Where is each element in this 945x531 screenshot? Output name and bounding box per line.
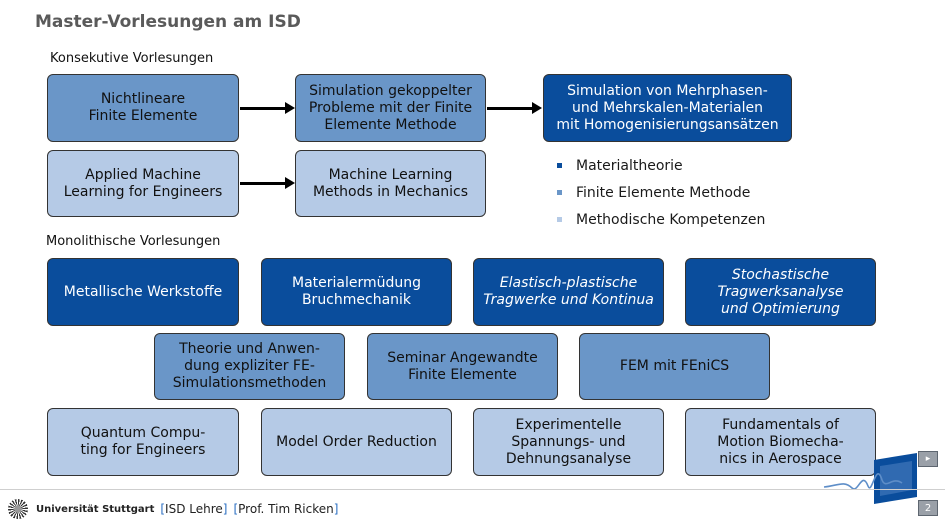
bracket: [ (160, 502, 166, 516)
bracket: ] (333, 502, 339, 516)
isd-logo-icon (823, 453, 917, 504)
footer: Universität Stuttgart [ISD Lehre] [Prof.… (8, 499, 338, 519)
legend-label: Methodische Kompetenzen (576, 211, 766, 228)
course-box-biomechanics-aerospace: Fundamentals of Motion Biomecha- nics in… (685, 408, 876, 476)
slide-title: Master-Vorlesungen am ISD (35, 12, 301, 32)
footer-course: ISD Lehre (165, 502, 223, 516)
course-box-fem-fenics: FEM mit FEniCS (579, 333, 770, 400)
course-box-theorie-explizite-fe: Theorie und Anwen- dung expliziter FE- S… (154, 333, 345, 400)
arrow-nfe-to-coupled (240, 102, 295, 113)
course-box-applied-ml: Applied Machine Learning for Engineers (47, 150, 239, 217)
page-number-badge: 2 (918, 500, 938, 516)
bracket: ] (222, 502, 228, 516)
arrow-coupled-to-multiphase (487, 102, 542, 113)
footer-divider (0, 489, 945, 490)
legend-label: Materialtheorie (576, 157, 683, 174)
course-box-stochastische-tragwerksanalyse: Stochastische Tragwerksanalyse und Optim… (685, 258, 876, 326)
arrow-appliedml-to-mlmech (240, 177, 295, 188)
legend-item: Materialtheorie (557, 152, 765, 179)
square-bullet-icon (557, 190, 562, 195)
course-box-experimentelle-spannungsanalyse: Experimentelle Spannungs- und Dehnungsan… (473, 408, 664, 476)
legend-list: Materialtheorie Finite Elemente Methode … (557, 152, 765, 233)
course-box-ml-mechanics: Machine Learning Methods in Mechanics (295, 150, 486, 217)
university-logo-icon (8, 499, 28, 519)
course-box-seminar-angewandte-fe: Seminar Angewandte Finite Elemente (367, 333, 558, 400)
legend-label: Finite Elemente Methode (576, 184, 751, 201)
course-box-metallische-werkstoffe: Metallische Werkstoffe (47, 258, 239, 326)
university-name: Universität Stuttgart (36, 503, 155, 515)
course-box-elastisch-plastisch: Elastisch-plastische Tragwerke und Konti… (473, 258, 664, 326)
course-box-simulation-gekoppelt: Simulation gekoppelter Probleme mit der … (295, 74, 486, 142)
square-bullet-icon (557, 217, 562, 222)
bracket: [ (233, 502, 239, 516)
course-box-model-order-reduction: Model Order Reduction (261, 408, 452, 476)
section-heading-monolithic: Monolithische Vorlesungen (46, 234, 221, 249)
course-box-quantum-computing: Quantum Compu- ting for Engineers (47, 408, 239, 476)
course-box-nichtlineare-fe: Nichtlineare Finite Elemente (47, 74, 239, 142)
nav-page-indicator[interactable]: ▸ (918, 451, 938, 467)
legend-item: Methodische Kompetenzen (557, 206, 765, 233)
course-box-simulation-mehrphasen: Simulation von Mehrphasen- und Mehrskale… (543, 74, 792, 142)
footer-professor: Prof. Tim Ricken (238, 502, 334, 516)
legend-item: Finite Elemente Methode (557, 179, 765, 206)
square-bullet-icon (557, 163, 562, 168)
section-heading-consecutive: Konsekutive Vorlesungen (50, 51, 214, 66)
course-box-materialermuedung: Materialermüdung Bruchmechanik (261, 258, 452, 326)
